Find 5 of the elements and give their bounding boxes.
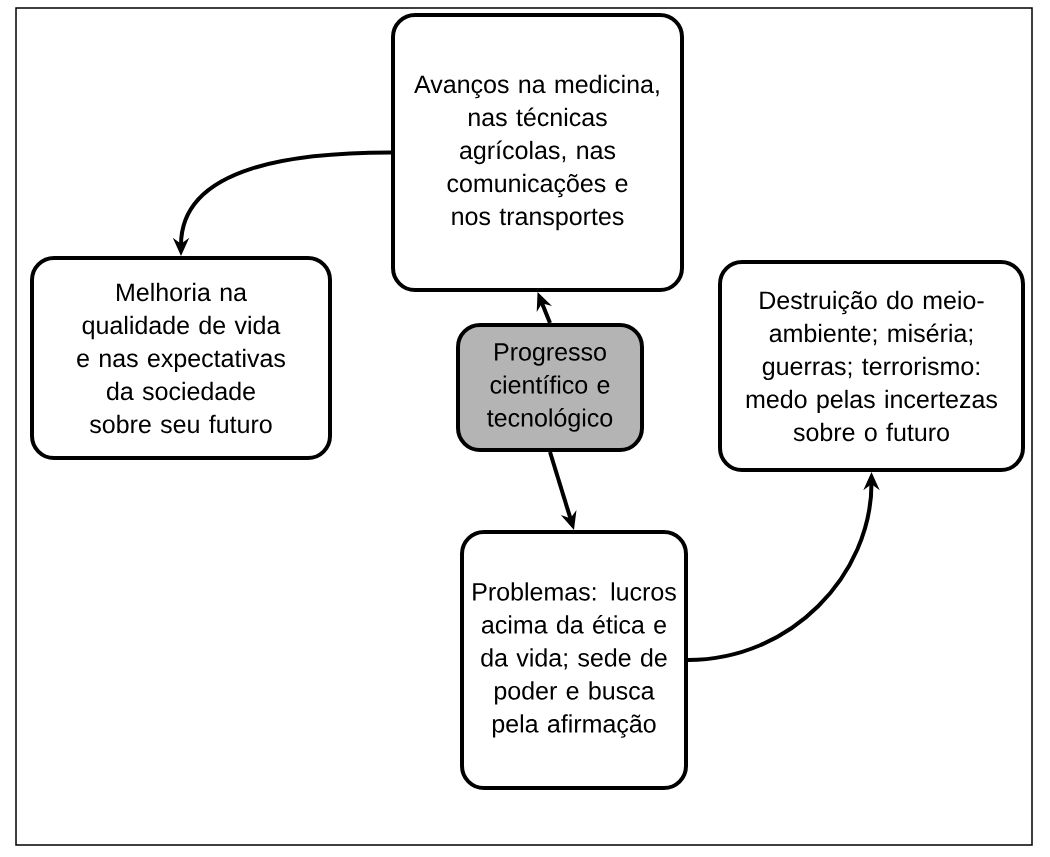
process-box: Problemas: lucros acima da ética e da vida; sede de poder e busca pela afirmação — [460, 530, 688, 790]
process-box: Destruição do meio-ambiente; miséria; guerras; terrorismo: medo pelas incertezas sobre o futuro — [718, 260, 1025, 472]
process-box: Melhoria na qualidade de vida e nas expectativas da sociedade sobre seu futuro — [30, 256, 332, 460]
central-box: Progresso científico e tecnológico — [456, 323, 644, 452]
process-box: Avanços na medicina, nas técnicas agrícolas, nas comunicações e nos transportes — [391, 13, 684, 292]
